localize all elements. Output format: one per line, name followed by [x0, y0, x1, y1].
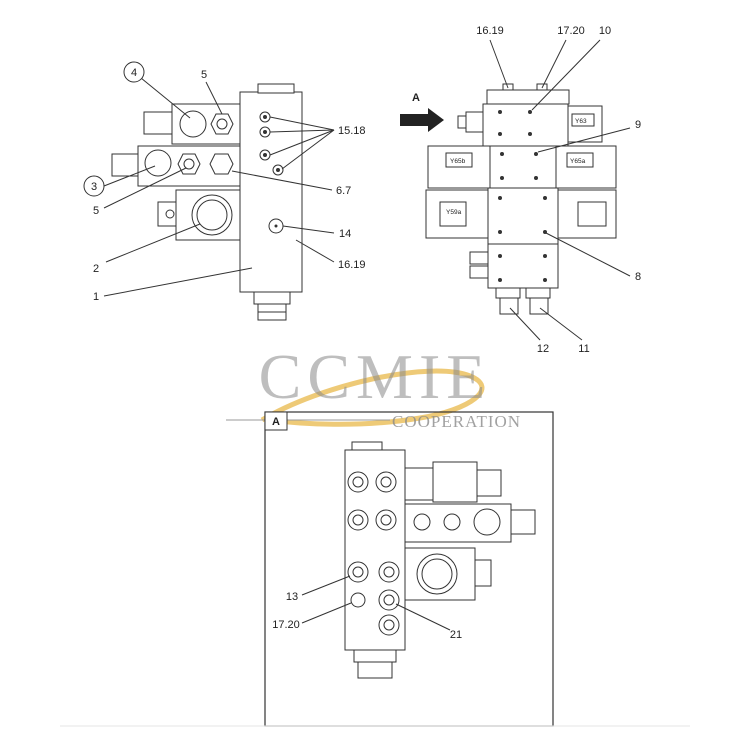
detail-label-21: 21: [450, 629, 462, 641]
label-8: 8: [635, 271, 641, 283]
solenoid-y65a: [566, 152, 594, 168]
detail-side-valve-top: [404, 467, 434, 501]
watermark-swoosh: [260, 368, 485, 427]
solenoid-y59a: [439, 201, 467, 227]
label-15-18: 15.18: [338, 125, 366, 137]
top-cap: [257, 83, 295, 94]
lower-center-block: [487, 187, 559, 245]
detail-solenoid-top: [432, 461, 478, 503]
label-1: 1: [93, 291, 99, 303]
tag-y65b: Y65b: [450, 158, 466, 165]
valve-block-body: [239, 91, 303, 293]
tag-y65a: Y65a: [570, 158, 586, 165]
label-2: 2: [93, 263, 99, 275]
label-16-19-right: 16.19: [476, 25, 504, 37]
solenoid-right: [577, 201, 607, 227]
label-3: 3: [91, 181, 97, 193]
label-4: 4: [131, 67, 137, 79]
bottom-nut: [253, 291, 291, 305]
hex-6-7: [209, 153, 234, 175]
label-5-middle: 5: [93, 205, 99, 217]
left-view: 4 5 15.18 3 5 6.7 14 2 16.19 1: [83, 61, 366, 321]
detail-hex-ports: [347, 471, 400, 636]
label-5-top: 5: [201, 69, 207, 81]
tag-y59a: Y59a: [446, 209, 462, 216]
label-14: 14: [339, 228, 351, 240]
port-4: [179, 110, 207, 138]
detail-port-17-20: [350, 592, 366, 608]
bottom-block: [487, 243, 559, 289]
side-fitting-middle: [111, 153, 139, 177]
label-6-7: 6.7: [336, 185, 351, 197]
label-arrow-a: A: [412, 92, 420, 104]
detail-title-box: [264, 411, 288, 431]
top-valve-cap: [486, 89, 570, 105]
plug-a: [465, 111, 484, 133]
callout-circle-3: [83, 175, 105, 197]
detail-view-a: A: [264, 411, 554, 727]
fitting-12: [495, 287, 521, 299]
callout-circle-4: [123, 61, 145, 83]
side-fitting-top: [143, 111, 173, 135]
tag-y63: Y63: [575, 118, 587, 125]
watermark-subtitle: COOPERATION: [392, 412, 521, 431]
label-16-19-left: 16.19: [338, 259, 366, 271]
detail-label-17-20: 17.20: [272, 619, 300, 631]
label-17-20-right: 17.20: [557, 25, 585, 37]
view-arrow-a: [400, 108, 444, 132]
right-view: Y63 Y65b Y65a Y59a: [400, 25, 641, 355]
label-12: 12: [537, 343, 549, 355]
label-10: 10: [599, 25, 611, 37]
detail-label-13: 13: [286, 591, 298, 603]
watermark: CCMIE COOPERATION: [226, 341, 521, 431]
watermark-brand: CCMIE: [259, 341, 492, 412]
fitting-11: [525, 287, 551, 299]
label-9: 9: [635, 119, 641, 131]
solenoid-y65b: [445, 152, 473, 168]
detail-title: A: [272, 416, 280, 428]
detail-bottom-fitting: [357, 661, 393, 679]
top-valve-block: [482, 103, 569, 147]
label-11: 11: [578, 343, 589, 355]
port-3: [144, 149, 172, 177]
